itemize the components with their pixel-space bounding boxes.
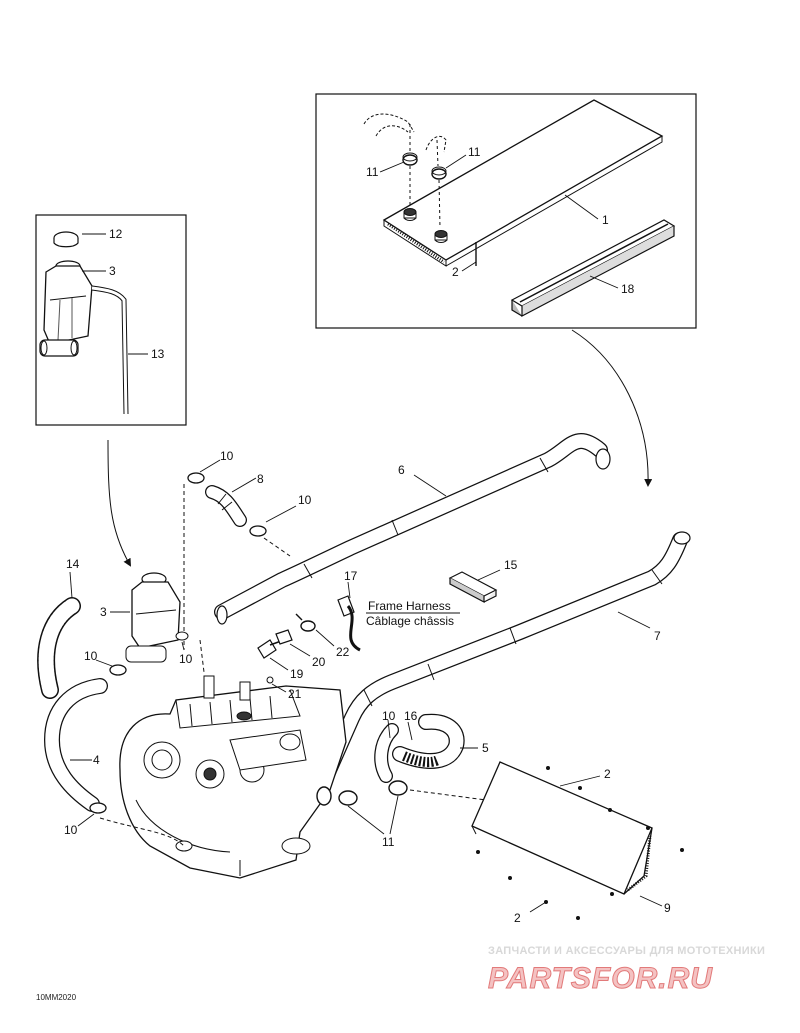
clamp — [338, 790, 358, 806]
reservoir-cap — [53, 231, 79, 248]
lower-hose — [43, 678, 108, 812]
callout-4: 4 — [93, 753, 100, 767]
callout-3: 3 — [109, 264, 116, 278]
clamp — [431, 168, 447, 180]
callout-8: 8 — [257, 472, 264, 486]
drawing-code: 10MM2020 — [36, 993, 77, 1002]
callout-10: 10 — [220, 449, 234, 463]
callout-6: 6 — [398, 463, 405, 477]
callout-20: 20 — [312, 655, 326, 669]
callout-11: 11 — [382, 835, 395, 849]
small-clip — [275, 629, 293, 645]
callout-15: 15 — [504, 558, 518, 572]
clamp — [388, 780, 408, 796]
callout-17: 17 — [344, 569, 358, 583]
watermark-logo: PARTSFOR.RU — [488, 962, 713, 995]
callout-10: 10 — [179, 652, 193, 666]
inset-frame — [35, 214, 187, 426]
callout-2: 2 — [452, 265, 459, 279]
callout-10: 10 — [84, 649, 98, 663]
reference-arrow — [107, 439, 131, 567]
engine-block — [119, 675, 347, 879]
hose-clamp — [249, 525, 267, 537]
callout-21: 21 — [288, 687, 302, 701]
short-hose — [374, 723, 399, 783]
plate-fitting — [403, 208, 417, 221]
callout-12: 12 — [109, 227, 123, 241]
frame-harness-label: Frame Harness — [368, 599, 451, 613]
callout-13: 13 — [151, 347, 165, 361]
reservoir-inset: 12 3 13 — [35, 214, 187, 426]
callout-22: 22 — [336, 645, 350, 659]
clamp — [316, 786, 332, 806]
callout-19: 19 — [290, 667, 304, 681]
elbow-hose — [205, 485, 247, 527]
callout-10: 10 — [382, 709, 396, 723]
callout-11: 11 — [366, 165, 379, 179]
callout-10: 10 — [64, 823, 78, 837]
callout-11: 11 — [468, 145, 481, 159]
long-hose-upper — [214, 433, 611, 625]
hose-clamp — [187, 472, 205, 484]
callout-14: 14 — [66, 557, 80, 571]
hose-clamp — [89, 802, 107, 814]
inset-frame — [315, 93, 697, 329]
heat-exchanger-inset: 1 2 11 11 18 — [315, 93, 697, 329]
callout-1: 1 — [602, 213, 609, 227]
corrugated-hose — [37, 597, 81, 699]
overflow-tube — [91, 285, 129, 415]
frame-harness-label-fr: Câblage châssis — [366, 614, 454, 628]
coolant-reservoir-installed — [125, 572, 189, 663]
spring-clip — [295, 613, 316, 632]
temperature-sensor — [337, 595, 361, 652]
long-hose-lower — [310, 531, 691, 803]
callout-18: 18 — [621, 282, 635, 296]
callout-16: 16 — [404, 709, 418, 723]
plate-fitting — [434, 230, 448, 243]
callout-10: 10 — [298, 493, 312, 507]
callout-5: 5 — [482, 741, 489, 755]
o-ring — [266, 676, 274, 684]
watermark-caption: ЗАПЧАСТИ И АКСЕССУАРЫ ДЛЯ МОТОТЕХНИКИ — [488, 945, 765, 957]
callout-9: 9 — [664, 901, 671, 915]
reference-arrow — [571, 329, 653, 487]
coolant-reservoir — [39, 260, 93, 357]
foam-block — [448, 571, 498, 603]
callout-3: 3 — [100, 605, 107, 619]
callout-7: 7 — [654, 629, 661, 643]
callout-2: 2 — [604, 767, 611, 781]
trim-strip — [510, 219, 676, 317]
clamp — [402, 154, 418, 166]
heat-exchanger-plate — [382, 99, 664, 261]
loop-hose — [392, 713, 465, 769]
callout-2: 2 — [514, 911, 521, 925]
lower-heat-exchanger — [471, 761, 684, 920]
hose-clamp — [109, 664, 127, 676]
